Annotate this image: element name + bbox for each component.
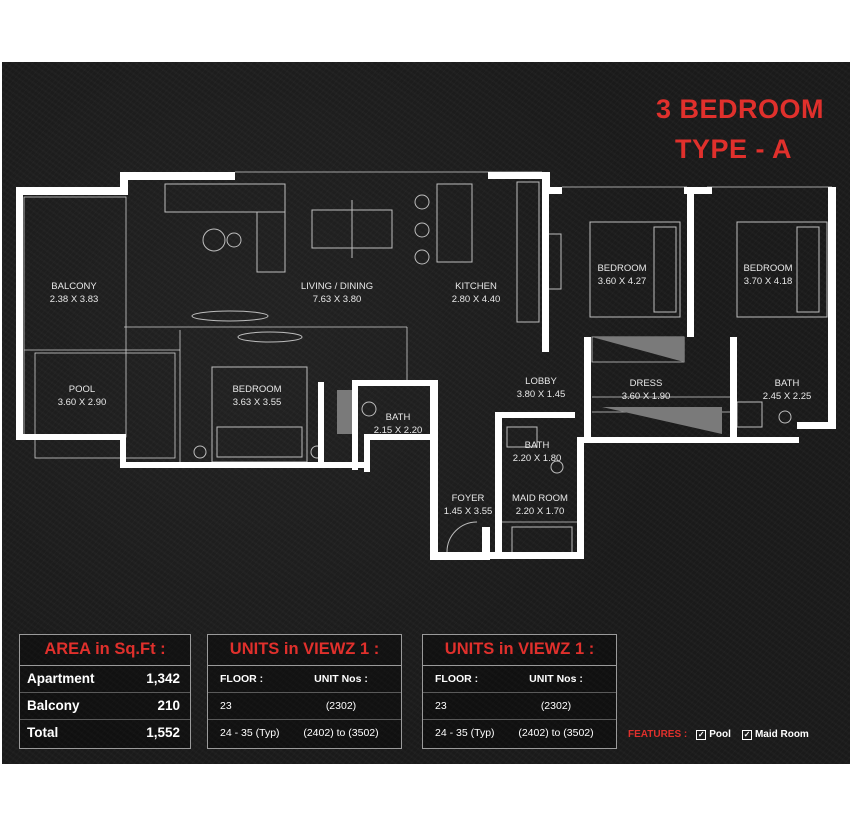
units-table-heading: UNITS in VIEWZ 1 : xyxy=(208,635,401,666)
room-name-dress: DRESS xyxy=(630,378,663,389)
room-dims-bath-1: 2.15 X 2.20 xyxy=(374,425,423,436)
room-labels: BALCONY 2.38 X 3.83 LIVING / DINING 7.63… xyxy=(50,263,812,517)
units-value: (2302) xyxy=(540,700,572,712)
room-dims-maid-room: 2.20 X 1.70 xyxy=(516,506,565,517)
area-value: 1,552 xyxy=(146,725,180,740)
floor-value: 24 - 35 (Typ) xyxy=(220,727,280,739)
features-label: FEATURES : xyxy=(628,729,688,740)
col-floor: FLOOR : xyxy=(220,673,264,685)
units-table-2: UNITS in VIEWZ 1 : FLOOR : UNIT Nos : 23… xyxy=(422,634,617,749)
table-row: Balcony 210 xyxy=(20,693,190,720)
feature-label: Maid Room xyxy=(754,729,809,740)
room-dims-kitchen: 2.80 X 4.40 xyxy=(452,294,501,305)
room-dims-bath-2: 2.20 X 1.80 xyxy=(513,453,562,464)
table-row: Total 1,552 xyxy=(20,720,190,746)
room-name-pool: POOL xyxy=(69,384,95,395)
room-name-foyer: FOYER xyxy=(452,493,485,504)
area-label: Total xyxy=(27,725,59,740)
room-dims-living-dining: 7.63 X 3.80 xyxy=(313,294,362,305)
floor-value: 23 xyxy=(220,700,232,712)
table-header-row: FLOOR : UNIT Nos : xyxy=(208,666,401,693)
room-dims-balcony: 2.38 X 3.83 xyxy=(50,294,99,305)
units-table-heading: UNITS in VIEWZ 1 : xyxy=(423,635,616,666)
room-dims-bedroom-1: 3.63 X 3.55 xyxy=(233,397,282,408)
room-name-bath-2: BATH xyxy=(525,440,550,451)
units-value: (2302) xyxy=(325,700,357,712)
table-row: 24 - 35 (Typ) (2402) to (3502) xyxy=(208,720,401,746)
room-name-kitchen: KITCHEN xyxy=(455,281,497,292)
checkbox-checked-icon: ✓ xyxy=(696,729,707,740)
area-table-heading: AREA in Sq.Ft : xyxy=(20,635,190,666)
hatched-areas xyxy=(337,336,722,434)
room-name-bedroom-1: BEDROOM xyxy=(232,384,281,395)
room-name-balcony: BALCONY xyxy=(51,281,97,292)
floor-value: 24 - 35 (Typ) xyxy=(435,727,495,739)
floor-plan: BALCONY 2.38 X 3.83 LIVING / DINING 7.63… xyxy=(16,171,836,560)
area-label: Apartment xyxy=(27,671,95,686)
room-name-bedroom-2: BEDROOM xyxy=(597,263,646,274)
room-dims-foyer: 1.45 X 3.55 xyxy=(444,506,493,517)
interior-lines xyxy=(23,171,832,523)
room-name-bedroom-3: BEDROOM xyxy=(743,263,792,274)
table-row: 24 - 35 (Typ) (2402) to (3502) xyxy=(423,720,616,746)
feature-pool: ✓ Pool xyxy=(696,729,731,740)
table-header-row: FLOOR : UNIT Nos : xyxy=(423,666,616,693)
plan-title: 3 BEDROOM xyxy=(655,94,824,124)
table-row: 23 (2302) xyxy=(423,693,616,720)
feature-maid-room: ✓ Maid Room xyxy=(741,729,809,740)
room-dims-bedroom-3: 3.70 X 4.18 xyxy=(744,276,793,287)
room-name-bath-1: BATH xyxy=(386,412,411,423)
feature-label: Pool xyxy=(709,729,731,740)
area-value: 1,342 xyxy=(146,671,180,686)
units-table-1: UNITS in VIEWZ 1 : FLOOR : UNIT Nos : 23… xyxy=(207,634,402,749)
floor-plan-board: 3 BEDROOM TYPE - A xyxy=(2,62,850,764)
checkbox-checked-icon: ✓ xyxy=(741,729,752,740)
room-name-bath-3: BATH xyxy=(775,378,800,389)
room-name-maid-room: MAID ROOM xyxy=(512,493,568,504)
walls xyxy=(16,172,836,560)
col-units: UNIT Nos : xyxy=(314,673,368,685)
room-name-lobby: LOBBY xyxy=(525,376,557,387)
room-dims-lobby: 3.80 X 1.45 xyxy=(517,389,566,400)
units-value: (2402) to (3502) xyxy=(303,727,379,739)
col-units: UNIT Nos : xyxy=(529,673,583,685)
furniture xyxy=(164,181,828,554)
room-dims-dress: 3.60 X 1.90 xyxy=(622,391,671,402)
room-dims-pool: 3.60 X 2.90 xyxy=(58,397,107,408)
room-dims-bedroom-2: 3.60 X 4.27 xyxy=(598,276,647,287)
features-legend: FEATURES : ✓ Pool ✓ Maid Room xyxy=(628,729,815,740)
table-row: 23 (2302) xyxy=(208,693,401,720)
area-table: AREA in Sq.Ft : Apartment 1,342 Balcony … xyxy=(19,634,191,749)
table-row: Apartment 1,342 xyxy=(20,666,190,693)
room-name-living-dining: LIVING / DINING xyxy=(301,281,373,292)
area-label: Balcony xyxy=(27,698,80,713)
units-value: (2402) to (3502) xyxy=(518,727,594,739)
room-dims-bath-3: 2.45 X 2.25 xyxy=(763,391,812,402)
col-floor: FLOOR : xyxy=(435,673,479,685)
plan-subtitle: TYPE - A xyxy=(674,134,792,164)
floor-value: 23 xyxy=(435,700,447,712)
area-value: 210 xyxy=(157,698,180,713)
